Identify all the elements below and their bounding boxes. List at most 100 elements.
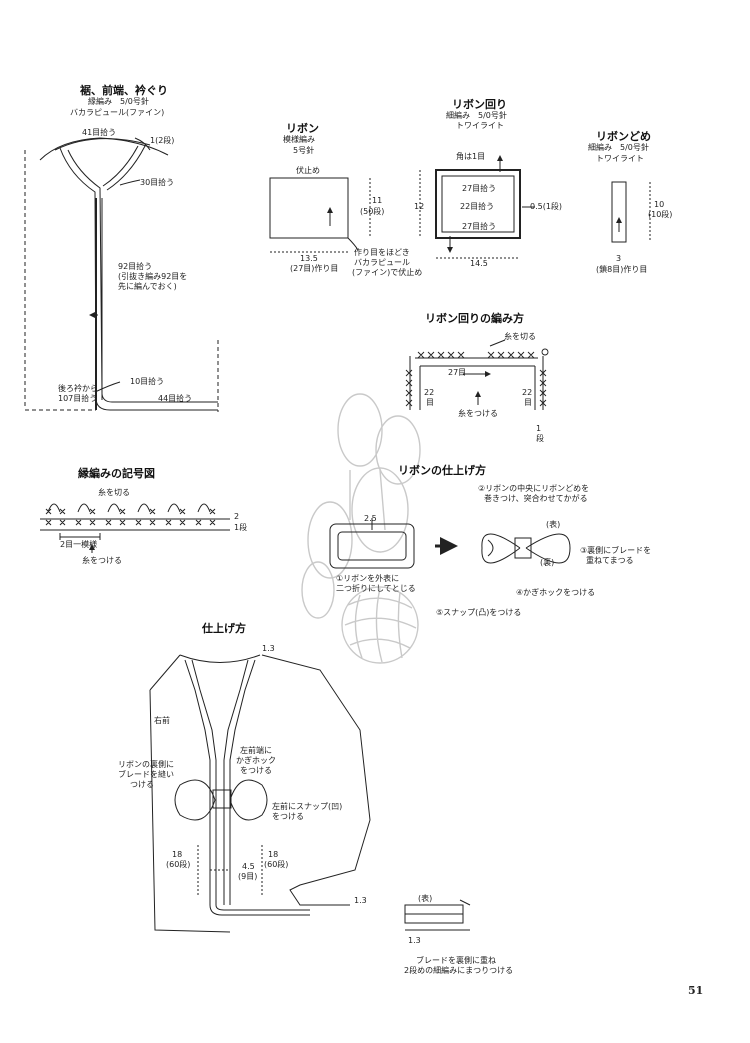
edge-method-title: リボン回りの編み方 — [425, 312, 524, 325]
ribbon-edge-label-145: 14.5 — [470, 259, 488, 268]
hem-title: 裾、前端、衿ぐり — [80, 84, 168, 97]
symbol-chart — [40, 504, 230, 553]
hem-yarn: バカラピュール(ファイン) — [70, 108, 165, 117]
finish-ribbon-title: リボンの仕上げ方 — [398, 464, 486, 477]
ribbon-stop-diagram — [612, 182, 650, 242]
hem-label-92a: 92目拾う — [118, 262, 153, 271]
hem-label-1row: 1(2段) — [150, 136, 175, 145]
finish-ribbon-step2a: ②リボンの中央にリボンどめを — [478, 484, 590, 493]
ribbon-stop-title: リボンどめ — [596, 130, 651, 143]
ribbon-edge-diagram — [420, 155, 535, 258]
ribbon-label-11: 11 — [372, 196, 383, 205]
finish-ribbon-step1b: 二つ折りにしてとじる — [336, 584, 416, 593]
ribbon-edge-label-27b: 27目拾う — [462, 222, 497, 231]
hem-label-44: 44目拾う — [158, 394, 193, 403]
ribbon-stop-label-10r: (10段) — [648, 210, 673, 219]
hem-label-30: 30目拾う — [140, 178, 175, 187]
ribbon-label-135: 13.5 — [300, 254, 318, 263]
edge-method-label-join: 糸をつける — [458, 409, 498, 418]
finish-ribbon-back: (裏) — [540, 558, 555, 567]
finish-ribbon-face: (表) — [546, 520, 561, 529]
hem-label-92c: 先に編んでおく) — [118, 282, 177, 291]
ribbon-edge-label-05: 0.5(1段) — [530, 202, 563, 211]
watermark-cactus-yarn — [302, 394, 420, 663]
symbols-label-cut: 糸を切る — [98, 488, 130, 497]
finishing-label-rb1: リボンの裏側に — [118, 760, 174, 769]
finishing-label-rb2: ブレードを縫い — [118, 770, 174, 779]
finishing-label-13a: 1.3 — [262, 644, 275, 653]
ribbon-label-cast3: (ファイン)で伏止め — [352, 268, 423, 277]
hem-label-10: 10目拾う — [130, 377, 165, 386]
hem-label-back1: 後ろ衿から — [58, 384, 98, 393]
finishing-label-18c: 18 — [268, 850, 279, 859]
finishing-label-13c: 1.3 — [408, 936, 421, 945]
ribbon-label-bind: 伏止め — [296, 166, 320, 175]
ribbon-finish-diagram — [330, 518, 570, 568]
ribbon-label-cast2: バカラピュール — [354, 258, 410, 267]
hem-label-back2: 107目拾う — [58, 394, 98, 403]
ribbon-stop-label-8: (鎖8目)作り目 — [596, 265, 648, 274]
finishing-label-hook2: かぎホック — [236, 756, 276, 765]
finishing-label-face: (表) — [418, 894, 433, 903]
edge-method-label-27: 27目 — [448, 368, 467, 377]
finishing-label-hook1: 左前端に — [240, 746, 272, 755]
finishing-label-snap2: をつける — [272, 812, 304, 821]
ribbon-stop-label-3: 3 — [616, 254, 622, 263]
ribbon-edge-yarn: トワイライト — [456, 121, 504, 130]
ribbon-edge-label-corner: 角は1目 — [456, 152, 486, 161]
finish-ribbon-step2b: 巻きつけ、突合わせてかがる — [484, 494, 588, 503]
finishing-label-18a: 18 — [172, 850, 183, 859]
ribbon-needle: 5号針 — [293, 146, 315, 155]
ribbon-stop-label-10: 10 — [654, 200, 665, 209]
ribbon-title: リボン — [286, 122, 319, 135]
finishing-label-braid2: 2段めの細編みにまつりつける — [404, 966, 514, 975]
symbols-label-repeat: 2目一模様 — [60, 540, 98, 549]
finishing-label-rb3: つける — [130, 780, 154, 789]
symbols-title: 縁編みの記号図 — [78, 467, 155, 480]
ribbon-label-50: (50段) — [360, 207, 385, 216]
edge-method-label-1: 1 — [536, 424, 542, 433]
ribbon-edge-technique: 細編み 5/0号針 — [446, 111, 507, 120]
ribbon-stop-technique: 細編み 5/0号針 — [588, 143, 649, 152]
edge-method-label-22a: 22 — [424, 388, 435, 397]
finishing-title: 仕上げ方 — [202, 622, 246, 635]
finishing-label-right: 右前 — [154, 716, 170, 725]
edge-method-label-22d: 目 — [524, 398, 532, 407]
ribbon-edge-label-12: 12 — [414, 202, 425, 211]
edge-method-label-row: 段 — [536, 434, 544, 443]
finishing-label-9: (9目) — [238, 872, 258, 881]
finishing-label-snap1: 左前にスナップ(凹) — [272, 802, 343, 811]
finish-ribbon-step3b: 重ねてまつる — [586, 556, 634, 565]
finishing-label-13b: 1.3 — [354, 896, 367, 905]
hem-label-41: 41目拾う — [82, 128, 117, 137]
edge-method-label-22b: 目 — [426, 398, 434, 407]
symbols-label-1: 1段 — [234, 523, 248, 532]
ribbon-edge-label-22: 22目拾う — [460, 202, 495, 211]
hem-label-92b: (引抜き編み92目を — [118, 272, 188, 281]
finishing-label-18d: (60段) — [264, 860, 289, 869]
hem-technique: 縁編み 5/0号針 — [88, 97, 149, 106]
edge-method-diagram — [406, 340, 548, 410]
finish-ribbon-step3a: ③裏側にブレードを — [580, 546, 652, 555]
symbols-label-2: 2 — [234, 512, 240, 521]
ribbon-label-cast1: 作り目をほどき — [354, 248, 410, 257]
ribbon-diagram — [270, 178, 370, 252]
finishing-label-18b: (60段) — [166, 860, 191, 869]
finish-ribbon-step4: ④かぎホックをつける — [516, 588, 596, 597]
edge-method-label-cut: 糸を切る — [504, 332, 536, 341]
page-number: 51 — [688, 984, 704, 997]
symbols-label-join: 糸をつける — [82, 556, 122, 565]
ribbon-label-27: (27目)作り目 — [290, 264, 339, 273]
finishing-label-45: 4.5 — [242, 862, 255, 871]
edge-method-label-22c: 22 — [522, 388, 533, 397]
finish-ribbon-step5: ⑤スナップ(凸)をつける — [436, 608, 522, 617]
ribbon-edge-title: リボン回り — [452, 98, 507, 111]
finishing-label-braid1: ブレードを裏側に重ね — [416, 956, 496, 965]
finish-ribbon-step1a: ①リボンを外表に — [336, 574, 400, 583]
ribbon-stop-yarn: トワイライト — [596, 154, 644, 163]
ribbon-edge-label-27: 27目拾う — [462, 184, 497, 193]
cardigan-diagram — [150, 655, 470, 932]
finishing-label-hook3: をつける — [240, 766, 272, 775]
ribbon-technique: 模様編み — [283, 135, 315, 144]
